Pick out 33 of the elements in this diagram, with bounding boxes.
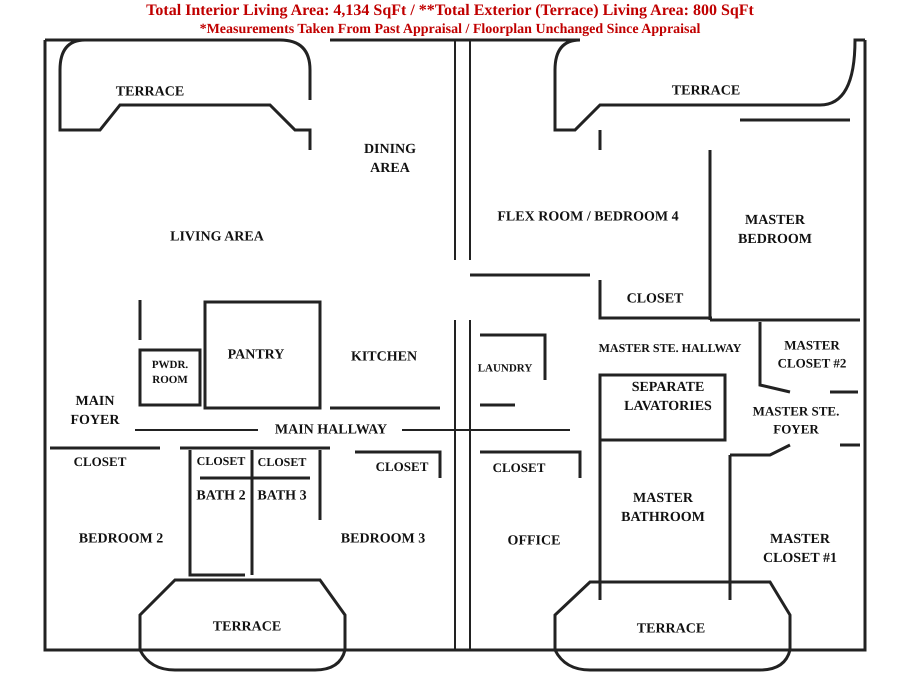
room-label: FLEX ROOM / BEDROOM 4 xyxy=(497,208,679,227)
room-label: CLOSET xyxy=(626,290,684,309)
room-label: KITCHEN xyxy=(350,348,418,367)
room-label: PWDR. ROOM xyxy=(150,358,190,388)
room-label: CLOSET xyxy=(492,459,546,477)
room-label: CLOSET xyxy=(74,453,126,471)
room-label: LAUNDRY xyxy=(478,362,532,376)
room-label: OFFICE xyxy=(508,532,560,551)
room-label: BEDROOM 2 xyxy=(78,530,164,549)
area-note: Total Interior Living Area: 4,134 SqFt / **Total Exterior (Terrace) Living Area: 800 SqFt xyxy=(145,2,755,20)
room-label: BATH 2 xyxy=(196,488,246,506)
room-label: TERRACE xyxy=(212,618,282,637)
room-label: BEDROOM 3 xyxy=(340,530,426,549)
room-label: CLOSET xyxy=(258,454,306,470)
room-label: MAIN HALLWAY xyxy=(274,422,388,440)
room-label: TERRACE xyxy=(636,620,706,639)
room-label: CLOSET xyxy=(376,458,428,476)
room-label: DINING AREA xyxy=(362,141,418,178)
room-label: TERRACE xyxy=(672,82,740,101)
room-label: MAIN FOYER xyxy=(70,393,121,430)
room-label: CLOSET xyxy=(196,452,246,470)
area-note: *Measurements Taken From Past Appraisal / Floorplan Unchanged Since Appraisal xyxy=(198,22,702,38)
room-label: MASTER CLOSET #2 xyxy=(777,336,847,372)
room-label: MASTER STE. FOYER xyxy=(752,402,840,438)
room-label: MASTER BATHROOM xyxy=(620,490,706,527)
room-label: LIVING AREA xyxy=(170,228,264,247)
room-label: MASTER CLOSET #1 xyxy=(762,531,838,568)
room-label: SEPARATE LAVATORIES xyxy=(623,379,713,416)
room-label: PANTRY xyxy=(228,346,284,365)
room-label: TERRACE xyxy=(116,84,184,102)
room-label: MASTER BEDROOM xyxy=(737,212,813,249)
room-label: BATH 3 xyxy=(257,488,307,506)
room-label: MASTER STE. HALLWAY xyxy=(598,340,742,356)
